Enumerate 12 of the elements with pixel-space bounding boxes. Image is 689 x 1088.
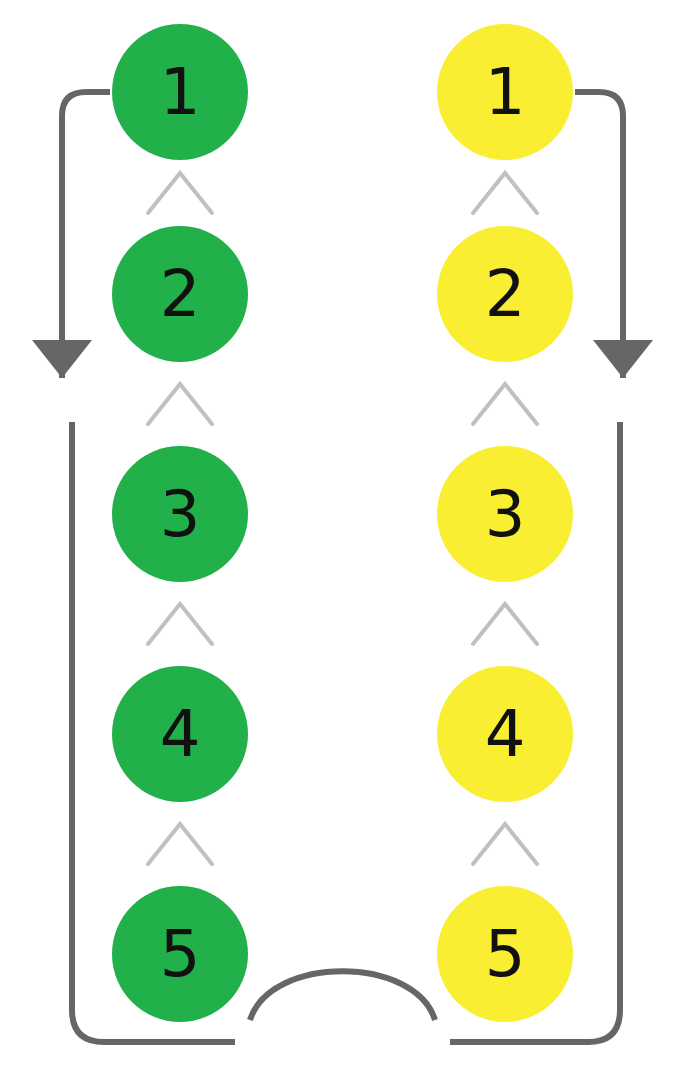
arrow [32, 89, 110, 378]
step-number: 5 [159, 922, 201, 986]
step-number: 5 [484, 922, 526, 986]
step-number: 1 [159, 60, 201, 124]
arrow [575, 89, 653, 378]
step-number: 2 [159, 262, 201, 326]
step-number: 4 [484, 702, 526, 766]
step-number: 3 [159, 482, 201, 546]
step-number: 3 [484, 482, 526, 546]
step-number: 2 [484, 262, 526, 326]
step-number: 4 [159, 702, 201, 766]
step-number: 1 [484, 60, 526, 124]
